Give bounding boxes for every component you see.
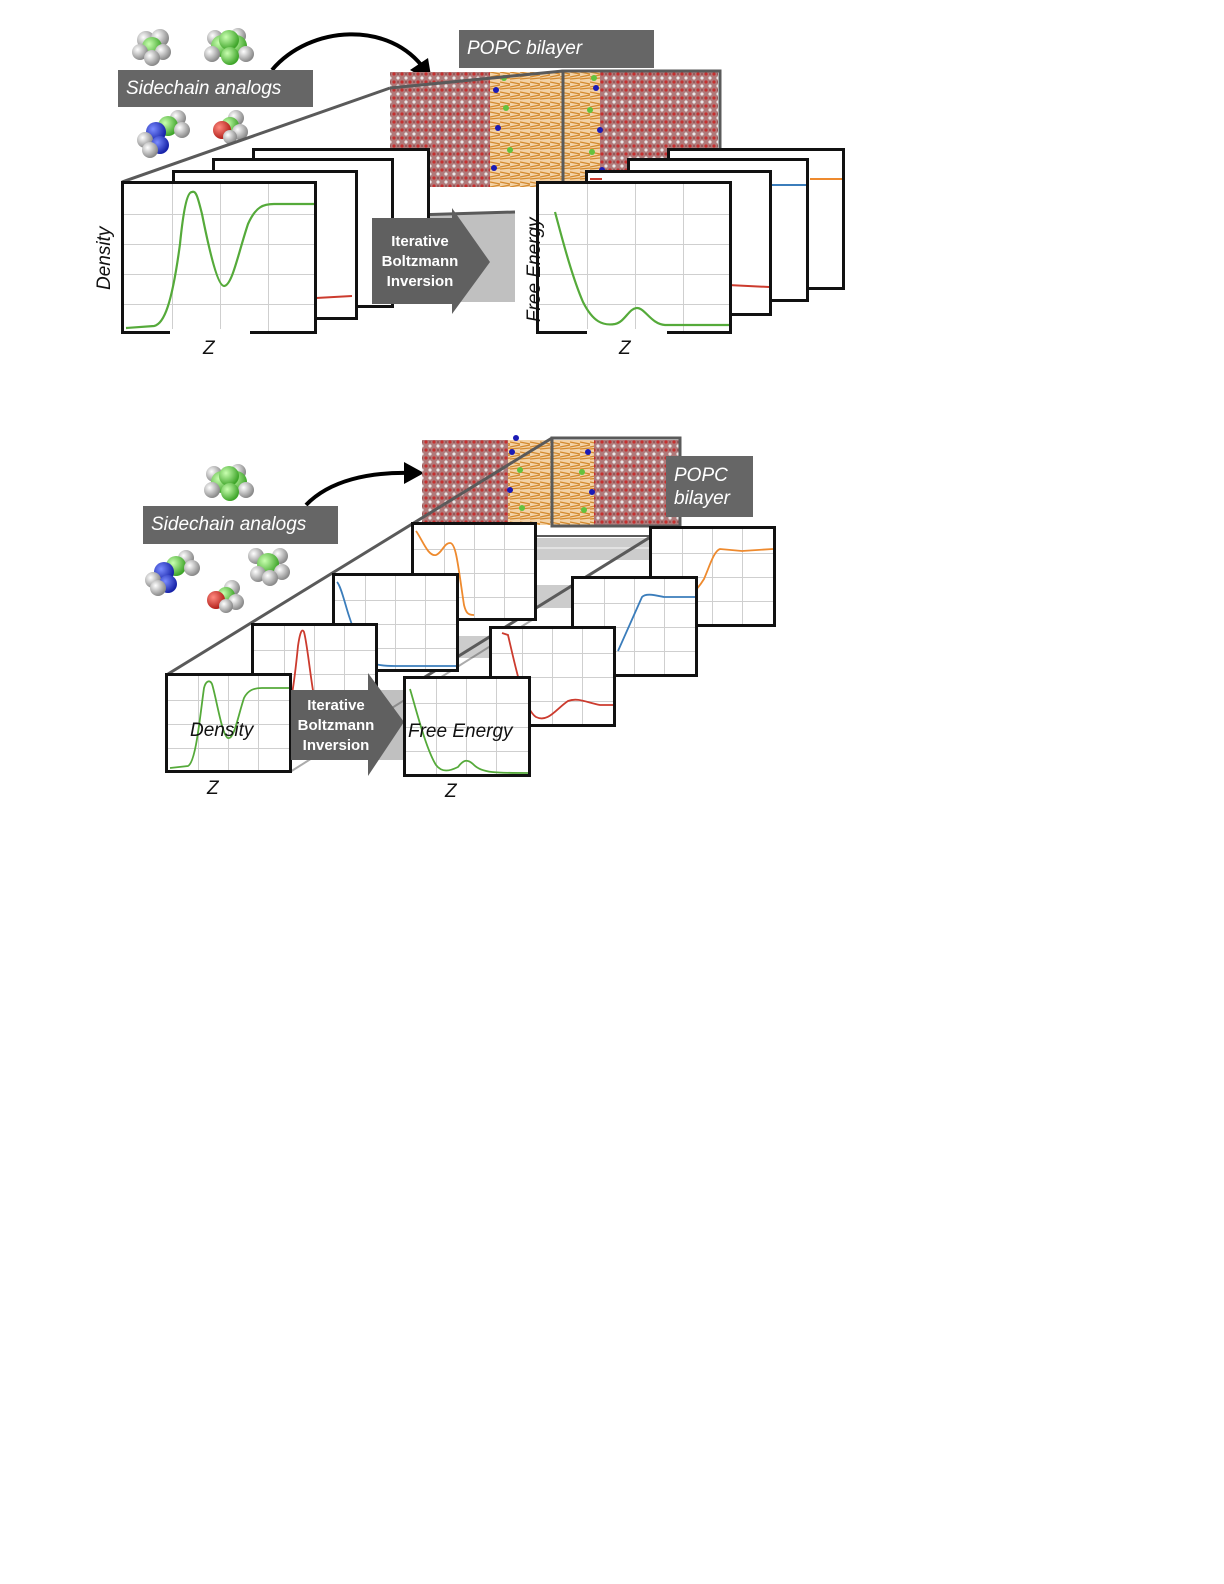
bottom-arrow-line-2: Boltzmann <box>297 717 375 734</box>
bottom-sidechain-molecule-1 <box>204 464 254 501</box>
top-arrow-line-1: Iterative <box>391 233 449 250</box>
curved-arrow-icon <box>270 32 427 72</box>
top-sidechain-label: Sidechain analogs <box>118 70 313 107</box>
bottom-density-panel-blue <box>332 573 459 672</box>
top-density-x-label: Z <box>203 338 215 359</box>
bottom-bilayer-label: POPC bilayer <box>666 456 753 517</box>
top-fe-x-label: Z <box>619 338 631 359</box>
bottom-free-energy-label: Free Energy <box>408 721 513 742</box>
top-ibi-arrow-icon <box>372 208 490 314</box>
top-bilayer-label: POPC bilayer <box>459 30 654 68</box>
bottom-sidechain-molecule-2 <box>145 550 200 596</box>
bottom-bilayer-label-line2: bilayer <box>674 487 730 509</box>
sidechain-molecule-3 <box>137 110 190 158</box>
bottom-free-energy-curve <box>409 688 528 774</box>
bottom-sidechain-molecule-4 <box>207 580 244 613</box>
sidechain-molecule-1 <box>132 29 171 66</box>
top-axis-gaps <box>170 329 667 335</box>
bottom-ibi-arrow-icon <box>291 673 404 776</box>
sidechain-molecule-4 <box>213 110 248 144</box>
bottom-sidechain-molecule-3 <box>248 548 290 586</box>
bottom-fe-x-label: Z <box>445 781 457 802</box>
sidechain-molecule-2 <box>204 28 254 65</box>
bottom-density-curve <box>169 680 289 769</box>
top-arrow-line-2: Boltzmann <box>381 253 459 270</box>
bottom-arrow-line-1: Iterative <box>307 697 365 714</box>
bottom-bilayer-label-line1: POPC <box>674 464 728 486</box>
top-density-chart <box>121 181 317 334</box>
top-arrow-text: Iterative Boltzmann Inversion <box>380 232 460 292</box>
bottom-free-energy-chart: Free Energy <box>403 676 531 777</box>
bottom-arrow-line-3: Inversion <box>302 737 370 754</box>
bottom-arrow-text: Iterative Boltzmann Inversion <box>296 696 376 756</box>
top-free-energy-chart <box>536 181 732 334</box>
bottom-curved-arrow-head-icon <box>404 462 424 484</box>
bottom-curved-arrow-icon <box>304 470 411 507</box>
bottom-sidechain-label: Sidechain analogs <box>143 506 338 544</box>
top-molecules-icon <box>132 28 432 158</box>
top-density-curve <box>125 190 314 330</box>
top-arrow-line-3: Inversion <box>386 273 454 290</box>
top-free-energy-curve <box>553 211 729 327</box>
bottom-density-label: Density <box>190 720 254 741</box>
bottom-density-x-label: Z <box>207 778 219 799</box>
bottom-density-chart: Density <box>165 673 292 773</box>
